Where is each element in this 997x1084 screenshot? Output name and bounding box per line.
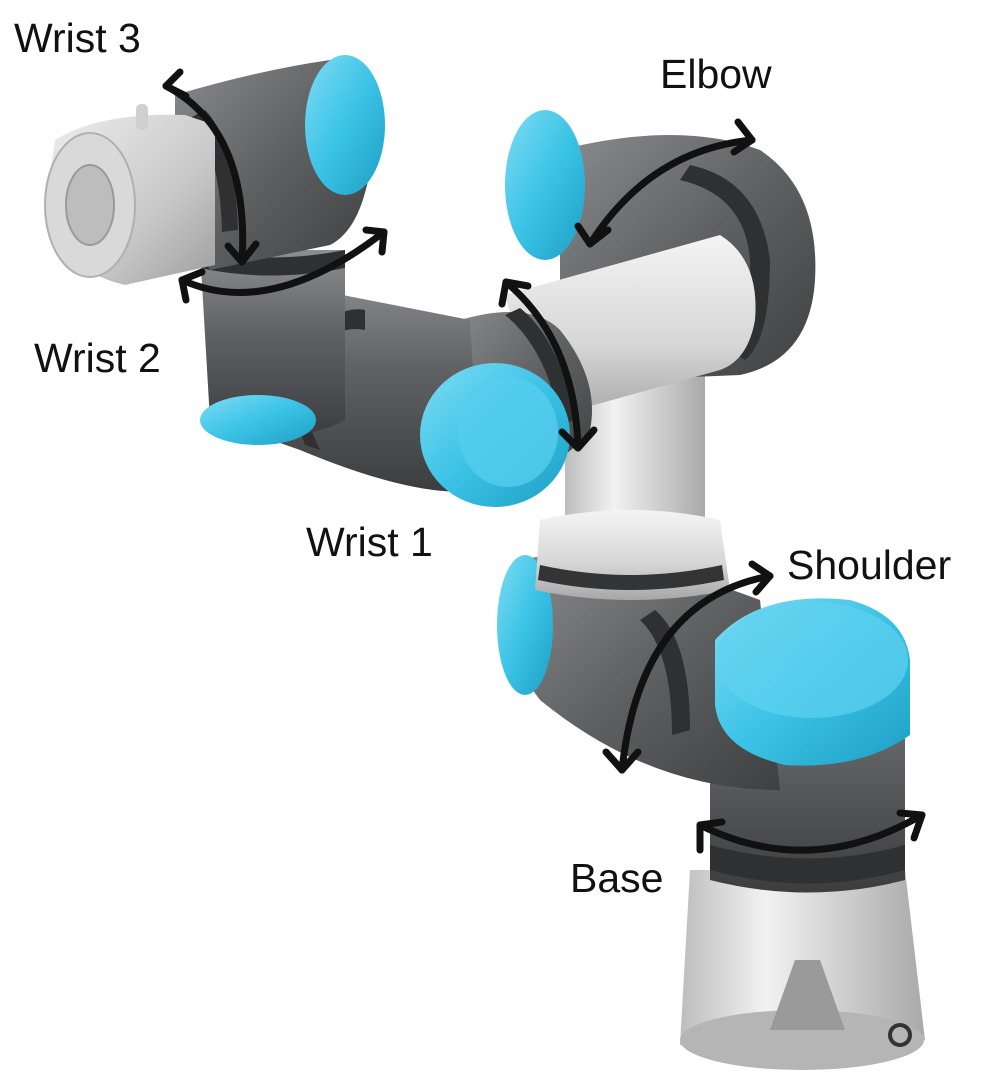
base-connector-icon [888, 1023, 912, 1047]
wrist2-label: Wrist 2 [34, 335, 161, 381]
wrist3-joint-housing [175, 55, 385, 270]
wrist2-joint-housing [200, 250, 345, 445]
elbow-cap [505, 110, 585, 260]
base-rotation-arrow-icon [696, 809, 926, 854]
shoulder-label: Shoulder [787, 542, 952, 588]
wrist3-cap [305, 55, 385, 195]
wrist1-label: Wrist 1 [306, 519, 433, 565]
shoulder-cap [715, 598, 910, 766]
wrist2-cap [200, 395, 316, 445]
wrist3-label: Wrist 3 [14, 15, 141, 61]
wrist1-rotation-arrow-icon [498, 278, 598, 452]
elbow-label: Elbow [660, 51, 772, 97]
tool-flange [44, 104, 215, 285]
shoulder-rotation-arrow-icon [602, 560, 774, 774]
base-label: Base [570, 855, 664, 901]
base-triangle-mark [770, 960, 845, 1030]
elbow-rotation-arrow-icon [574, 118, 756, 248]
wrist1-cap [420, 363, 570, 507]
wrist3-rotation-arrow-icon [162, 68, 260, 266]
wrist2-rotation-arrow-icon [178, 226, 388, 304]
flange-pin [136, 104, 148, 130]
base-pedestal [680, 870, 925, 1070]
